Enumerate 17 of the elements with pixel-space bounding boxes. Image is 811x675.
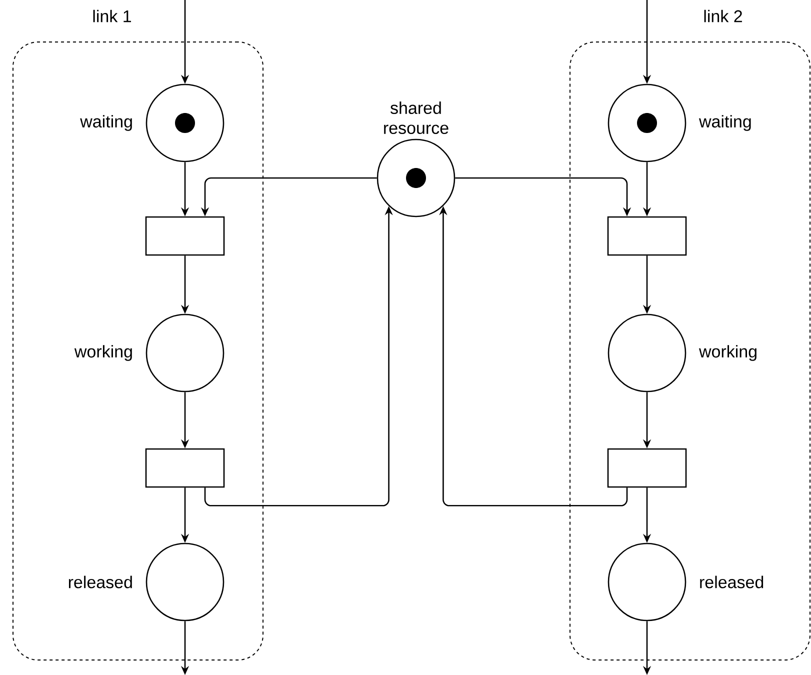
group-label: link 2	[704, 10, 742, 22]
place-circle	[146, 542, 224, 622]
place-label: released	[68, 576, 132, 588]
transition-box	[607, 216, 687, 256]
place-label: released	[700, 576, 764, 588]
place-label: working	[698, 345, 756, 361]
place-label: working	[74, 345, 132, 361]
place-label: shared resource	[384, 102, 448, 134]
transition-box	[607, 448, 687, 488]
place-label: waiting	[80, 115, 132, 131]
group-label: link 1	[93, 10, 131, 22]
transition-box	[145, 216, 225, 256]
transition-box	[145, 448, 225, 488]
place-label: waiting	[698, 115, 751, 131]
place-circle	[608, 314, 686, 392]
place-circle	[146, 314, 224, 392]
place-circle	[608, 542, 686, 622]
